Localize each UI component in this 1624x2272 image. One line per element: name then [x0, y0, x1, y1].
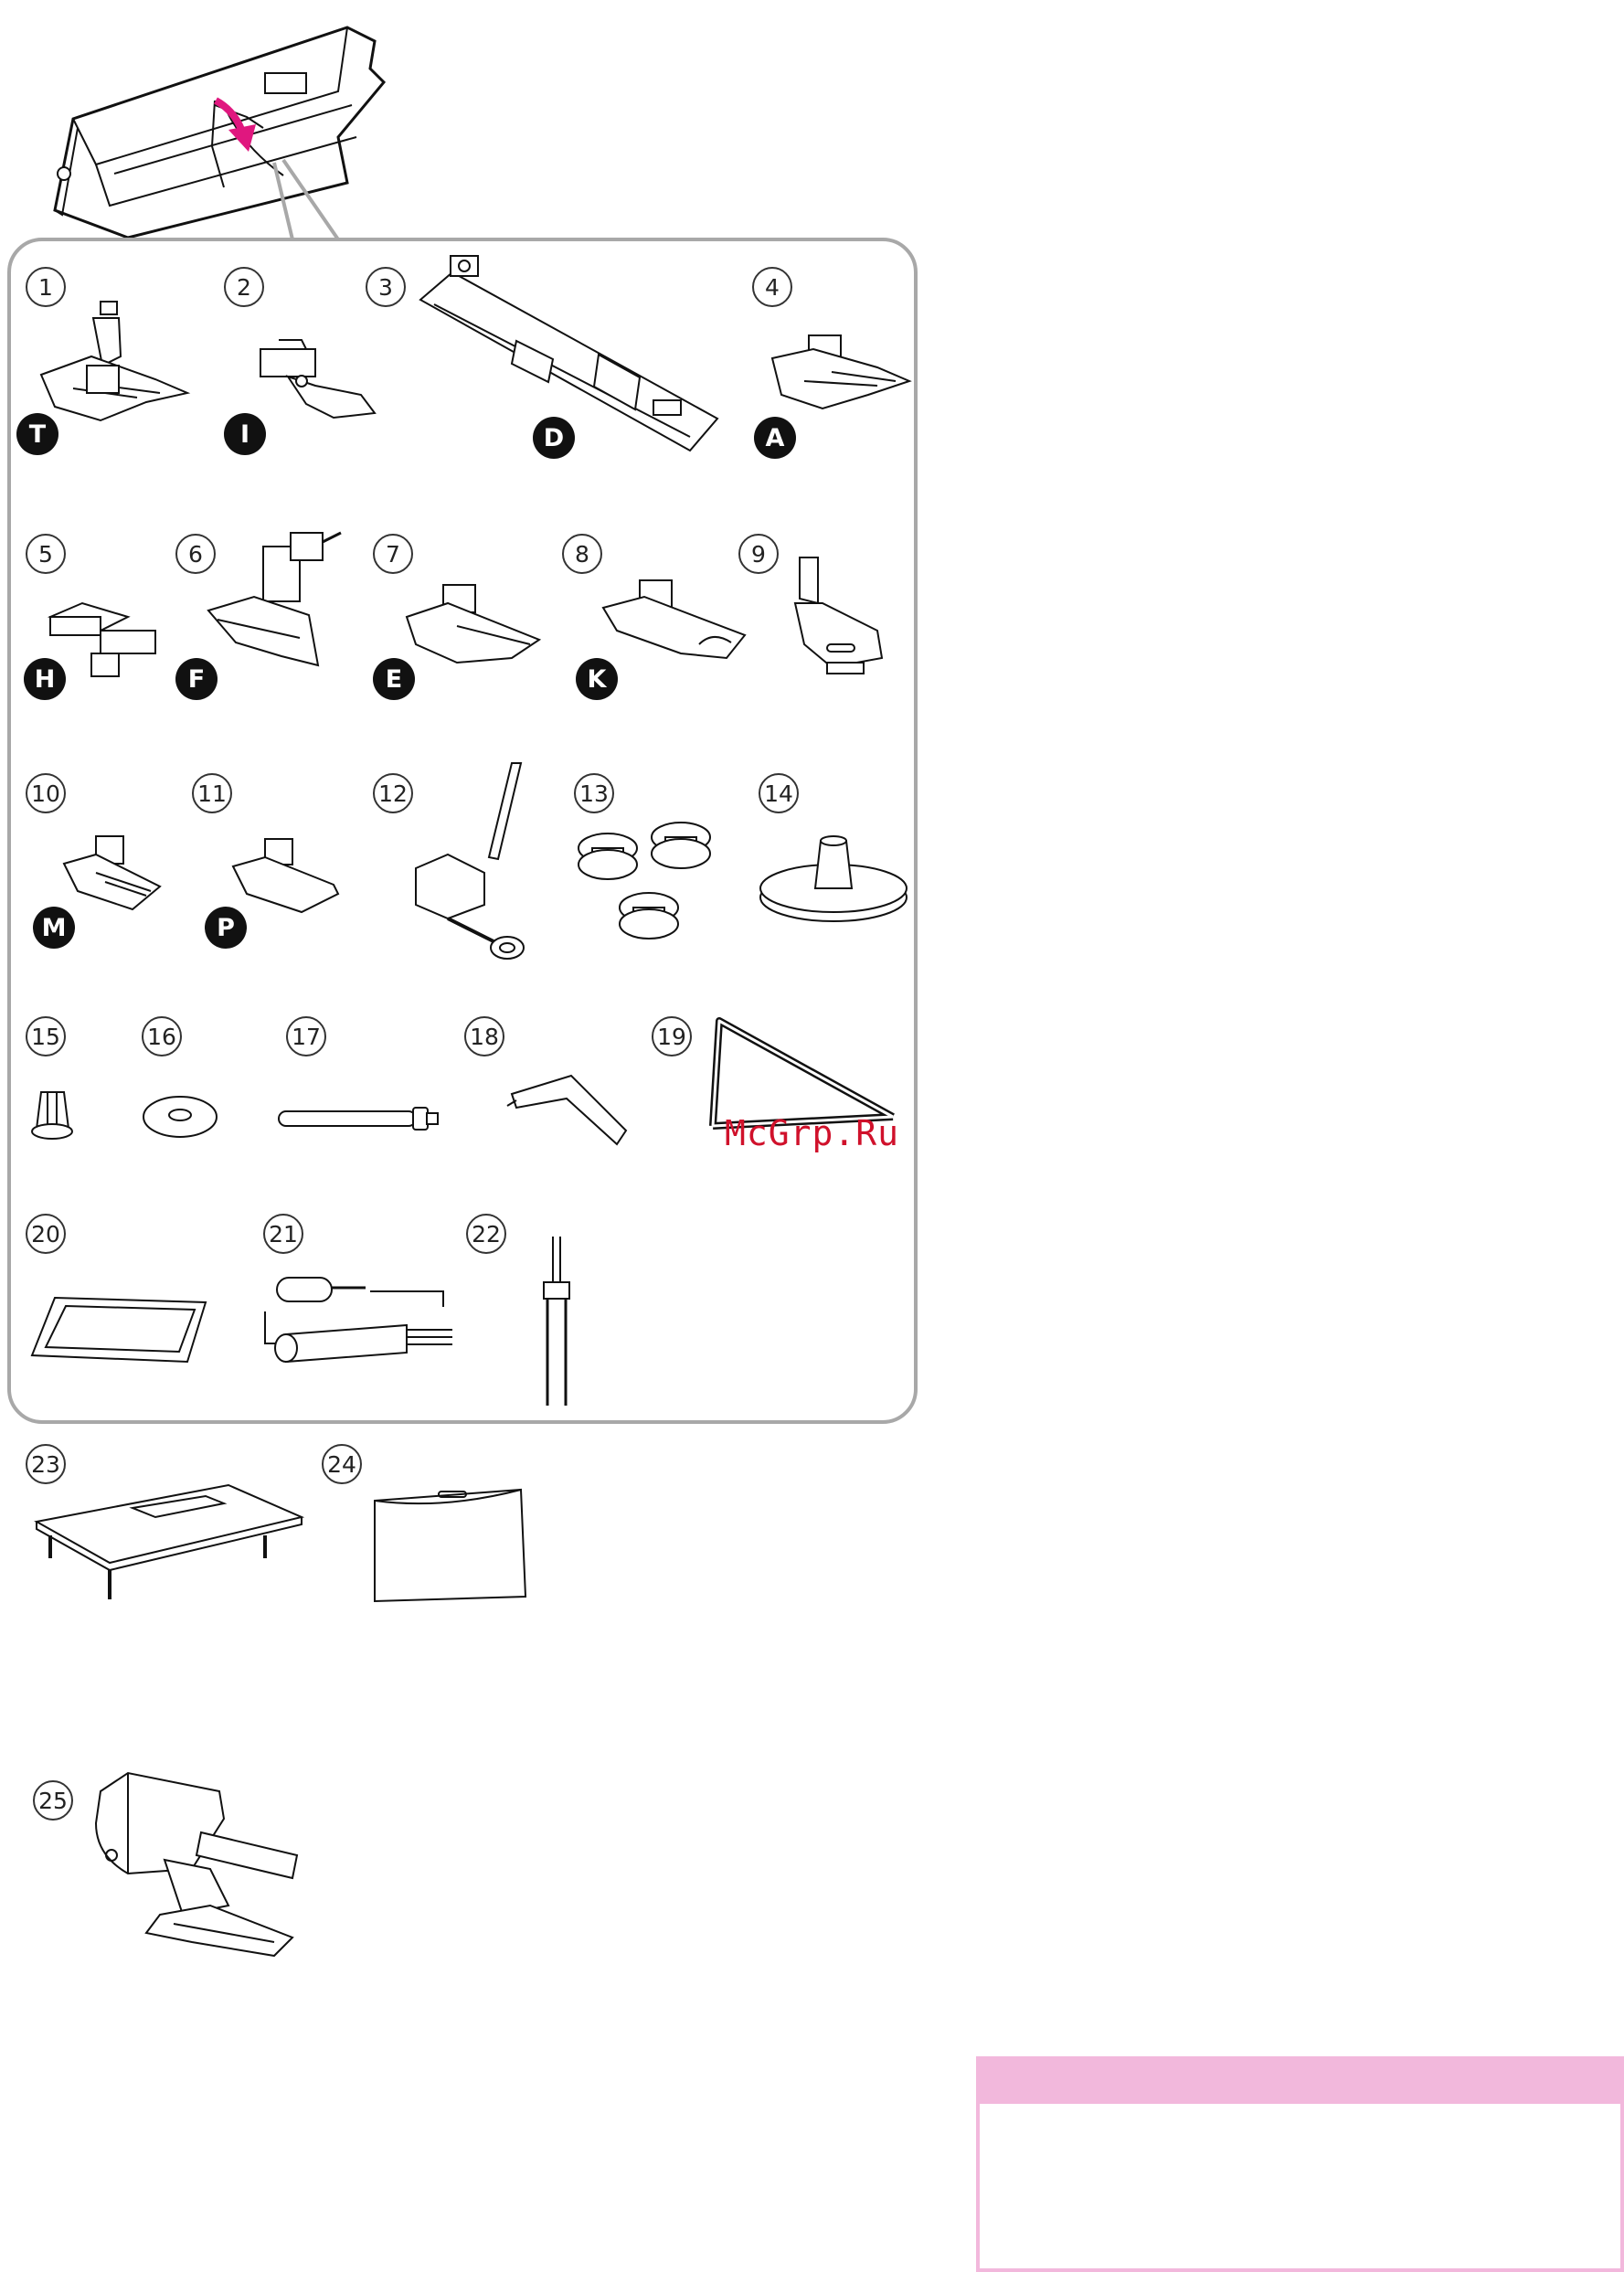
felt-washer-icon	[142, 1089, 219, 1144]
spool-pin-icon	[276, 1104, 440, 1133]
spool-holder-large-icon	[759, 832, 909, 923]
needle-pack-icon	[27, 1293, 210, 1366]
item-number: 21	[263, 1214, 303, 1254]
walking-foot-icon	[91, 1768, 311, 1965]
item-number: 18	[464, 1016, 504, 1056]
cording-foot-icon	[59, 836, 165, 918]
blind-stitch-foot-icon	[46, 599, 165, 681]
item-number: 9	[738, 534, 779, 574]
zipper-foot-icon	[402, 585, 548, 667]
rolled-hem-foot-icon	[599, 580, 749, 667]
item-number: 16	[142, 1016, 182, 1056]
zigzag-foot-icon	[37, 302, 192, 439]
item-number: 8	[562, 534, 602, 574]
extension-table-icon	[32, 1476, 306, 1608]
item-number: 5	[26, 534, 66, 574]
item-number: 24	[322, 1444, 362, 1484]
item-number: 17	[286, 1016, 326, 1056]
foot-letter-badge: E	[373, 658, 415, 700]
item-number: 2	[224, 267, 264, 307]
item-number: 20	[26, 1214, 66, 1254]
spool-holder-small-icon	[27, 1088, 78, 1142]
item-number: 14	[759, 773, 799, 813]
note-box-header	[980, 2060, 1620, 2104]
item-number: 22	[466, 1214, 506, 1254]
screwdriver-icon	[503, 1071, 631, 1149]
watermark-text: McGrp.Ru	[725, 1113, 899, 1153]
item-number: 11	[192, 773, 232, 813]
foot-letter-badge: I	[224, 413, 266, 455]
foot-letter-badge: F	[175, 658, 218, 700]
foot-letter-badge: K	[576, 658, 618, 700]
callout-lines	[0, 0, 918, 247]
item-number: 19	[652, 1016, 692, 1056]
foot-letter-badge: T	[16, 413, 58, 455]
foot-letter-badge: H	[24, 658, 66, 700]
item-number: 25	[33, 1780, 73, 1821]
quarter-inch-foot-icon	[228, 839, 343, 917]
item-number: 4	[752, 267, 792, 307]
item-number: 10	[26, 773, 66, 813]
twin-needle-icon	[535, 1232, 580, 1415]
item-number: 3	[366, 267, 406, 307]
foot-letter-badge: P	[205, 907, 247, 949]
foot-letter-badge: M	[33, 907, 75, 949]
foot-letter-badge: D	[533, 417, 575, 459]
item-number: 15	[26, 1016, 66, 1056]
bobbins-icon	[576, 821, 717, 949]
note-box	[976, 2056, 1624, 2272]
item-number: 7	[373, 534, 413, 574]
satin-foot-icon	[768, 331, 914, 413]
overcasting-foot-icon	[251, 340, 379, 431]
item-number: 13	[574, 773, 614, 813]
foot-letter-badge: A	[754, 417, 796, 459]
seam-ripper-brush-icon	[260, 1275, 462, 1375]
button-sewing-foot-icon	[411, 759, 539, 964]
buttonhole-presser-foot-icon	[786, 557, 886, 676]
dust-cover-icon	[370, 1482, 530, 1606]
darning-foot-icon	[199, 528, 345, 684]
item-number: 12	[373, 773, 413, 813]
